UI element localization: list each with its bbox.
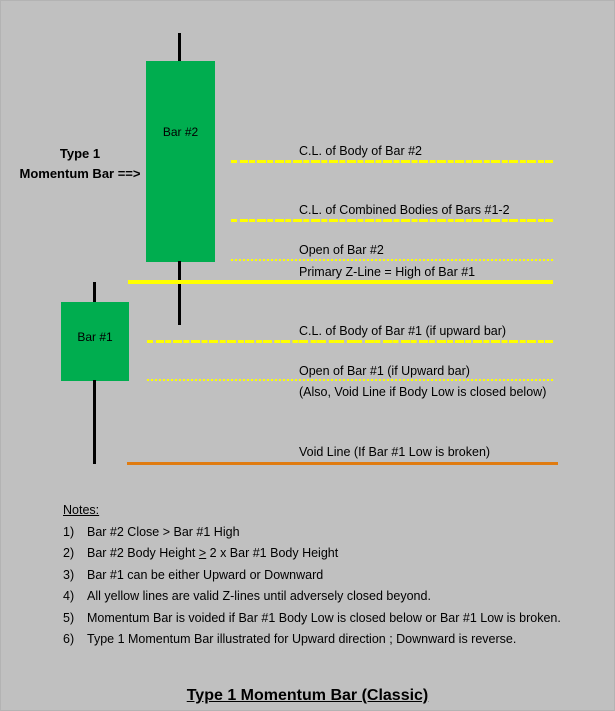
note-item: 2) Bar #2 Body Height > 2 x Bar #1 Body … [63,543,608,565]
zline-primary [128,280,553,284]
note-text-pre: Bar #2 Body Height [87,546,199,560]
annotation-cl-body-bar2: C.L. of Body of Bar #2 [299,144,422,158]
bar2-body [146,61,215,262]
bar2-label: Bar #2 [162,125,199,139]
note-item: 6) Type 1 Momentum Bar illustrated for U… [63,629,608,651]
note-number: 4) [63,589,75,603]
note-number: 1) [63,524,75,539]
notes-block: Notes: 1) Bar #2 Close > Bar #1 High 2) … [63,500,608,651]
note-item: 3) Bar #1 can be either Upward or Downwa… [63,565,608,587]
note-text: Bar #2 Body Height > 2 x Bar #1 Body Hei… [87,543,608,565]
figure-title: Type 1 Momentum Bar (Classic) [1,687,614,705]
annotation-open-bar1: Open of Bar #1 (if Upward bar) [299,364,470,378]
note-number: 3) [63,567,75,582]
note-number: 5) [63,610,75,625]
annotation-cl-body-bar1: C.L. of Body of Bar #1 (if upward bar) [299,324,507,338]
annotation-cl-combined-bodies: C.L. of Combined Bodies of Bars #1-2 [299,203,510,217]
void-line [127,462,558,465]
note-text-post: 2 x Bar #1 Body Height [206,546,339,560]
bar2-upper-wick [178,33,181,63]
annotation-open-bar1-subnote: (Also, Void Line if Body Low is closed b… [299,385,547,399]
annotation-primary-zline: Primary Z-Line = High of Bar #1 [299,265,476,279]
bar1-lower-wick [93,380,96,464]
note-text: All yellow lines are valid Z-lines until… [87,589,431,603]
notes-heading: Notes: [63,503,100,517]
note-number: 2) [63,546,75,560]
note-item: 5) Momentum Bar is voided if Bar #1 Body… [63,608,608,630]
annotation-void-line: Void Line (If Bar #1 Low is broken) [299,445,491,459]
note-text: Type 1 Momentum Bar illustrated for Upwa… [87,632,517,646]
note-item: 1) Bar #2 Close > Bar #1 High [63,522,608,544]
momentum-bar-callout: Type 1 Momentum Bar ==> [15,144,145,184]
bar2-lower-wick [178,261,181,325]
note-item: 4) All yellow lines are valid Z-lines un… [63,586,608,608]
zline-cl-combined-bodies [231,219,553,222]
figure-title-text: Type 1 Momentum Bar (Classic) [186,687,429,704]
zline-cl-body-bar2 [231,160,553,163]
callout-line-1: Type 1 [59,146,101,161]
annotation-open-bar2: Open of Bar #2 [299,243,384,257]
note-text: Momentum Bar is voided if Bar #1 Body Lo… [87,610,561,625]
bar1-body [61,302,129,381]
callout-line-2: Momentum Bar ==> [19,166,141,182]
bar1-label: Bar #1 [77,330,113,344]
zline-open-bar1 [147,379,553,381]
note-number: 6) [63,632,75,646]
zline-cl-body-bar1 [147,340,553,343]
note-text: Bar #1 can be either Upward or Downward [87,567,324,582]
note-text: Bar #2 Close > Bar #1 High [87,524,240,539]
greater-equal-symbol: > [198,546,207,560]
zline-open-bar2 [231,259,553,261]
bar1-upper-wick [93,282,96,303]
